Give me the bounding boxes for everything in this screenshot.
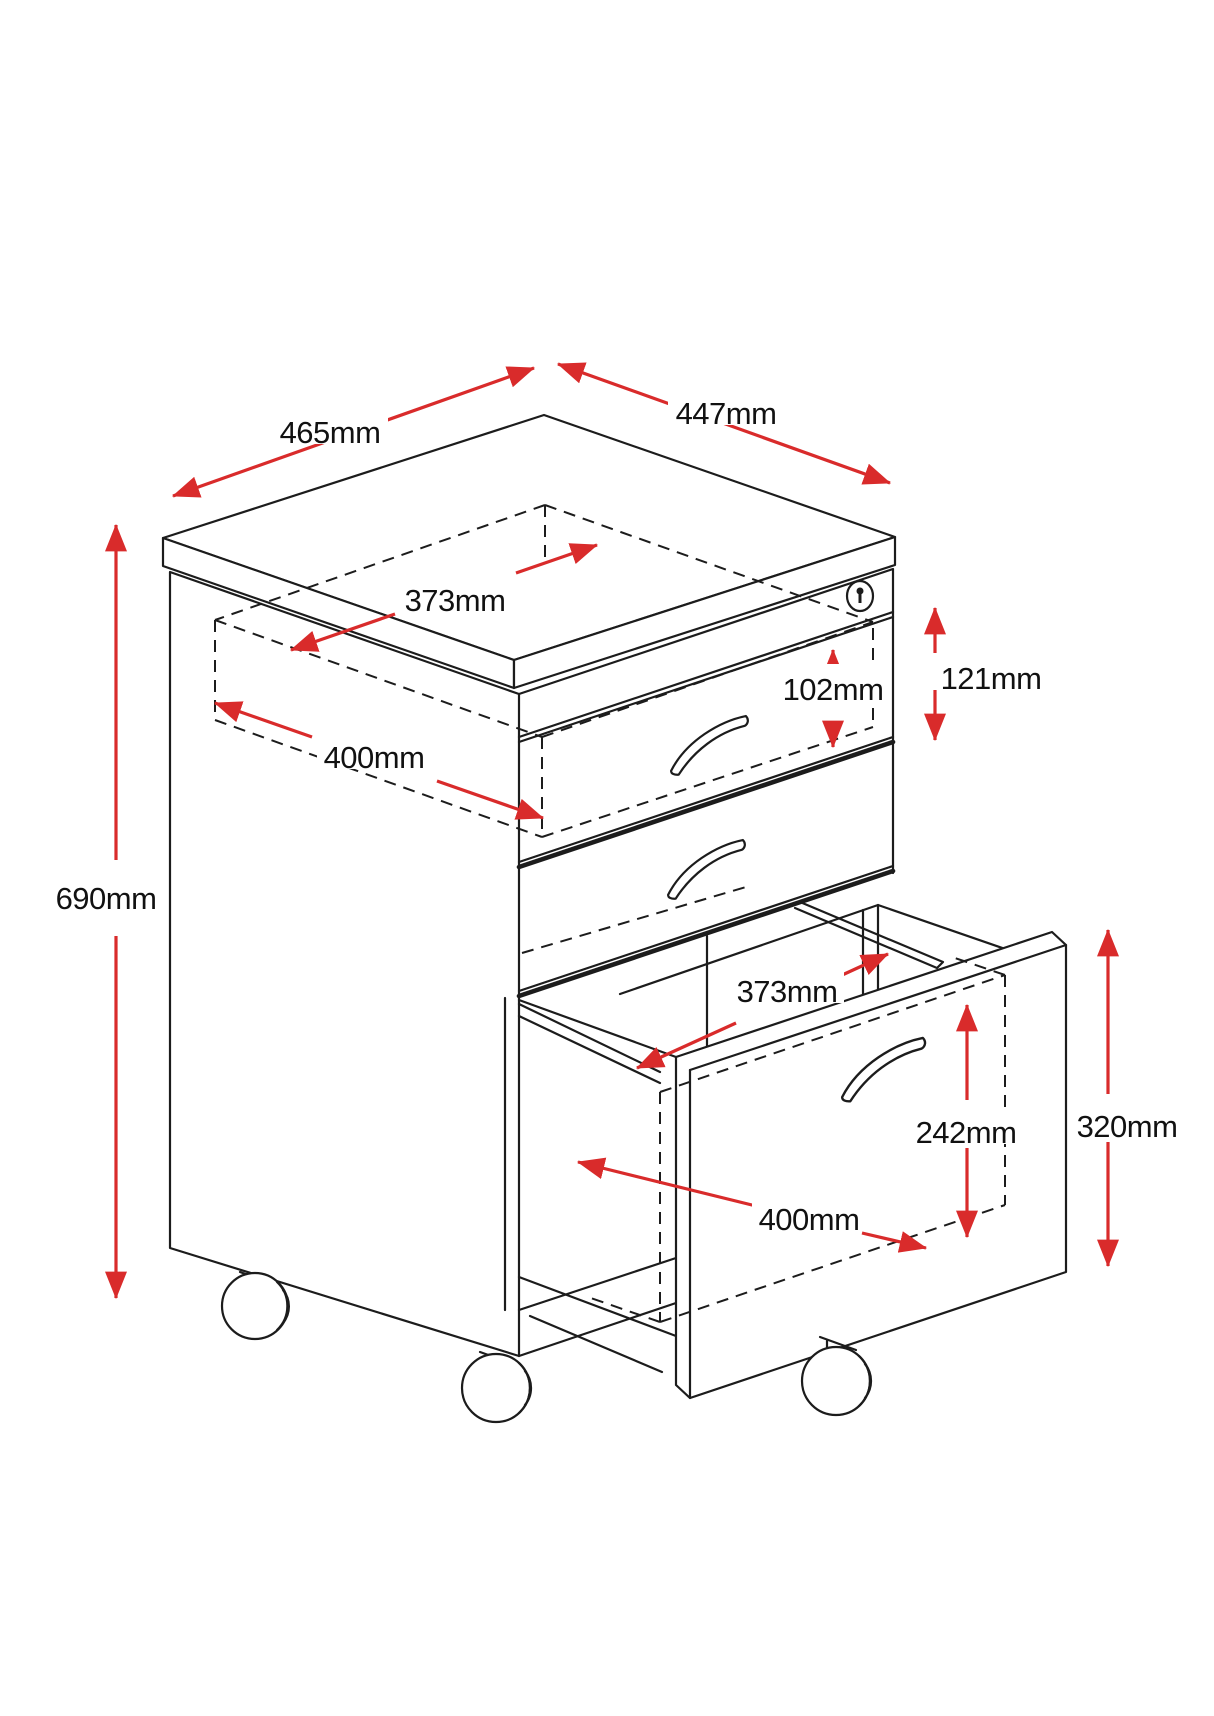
- dim-label-overall-height: 690mm: [56, 881, 157, 916]
- dim-arrow-400-top-a: [213, 701, 313, 739]
- dim-arrow-400-bottom-a: [576, 1157, 757, 1208]
- dim-arrow-373-top-b: [515, 543, 599, 575]
- caster-icon: [220, 1270, 290, 1341]
- dim-label-top-left: 465mm: [280, 415, 381, 450]
- dim-label-bottom-drawer-front-height: 320mm: [1077, 1109, 1178, 1144]
- dim-label-bottom-drawer-width: 373mm: [737, 974, 838, 1009]
- dim-label-top-right: 447mm: [676, 396, 777, 431]
- drawer-handles: [666, 714, 927, 1103]
- hidden-edge: [521, 886, 747, 954]
- dim-label-top-drawer-width: 373mm: [405, 583, 506, 618]
- dim-arrow-373-bottom-a: [635, 1021, 737, 1070]
- drawer3-handle-icon: [840, 1036, 927, 1103]
- dim-label-top-drawer-depth: 400mm: [324, 740, 425, 775]
- dim-label-bottom-drawer-inner-height: 242mm: [916, 1115, 1017, 1150]
- dim-label-bottom-drawer-depth: 400mm: [759, 1202, 860, 1237]
- dim-label-top-drawer-front-height: 121mm: [941, 661, 1042, 696]
- drawer1-handle-icon: [669, 714, 749, 776]
- dim-arrow-373-top-a: [289, 612, 396, 652]
- dim-label-top-drawer-inner-height: 102mm: [783, 672, 884, 707]
- cabinet-side-panel: [168, 570, 521, 1358]
- bottom-drawer-hidden-box: [584, 957, 1006, 1323]
- caster-icon: [800, 1335, 873, 1417]
- cabinet-front-face: [503, 567, 896, 1358]
- dimension-labels: 465mm 447mm 373mm 400mm 690mm 102mm 121m…: [49, 387, 1185, 1237]
- cabinet-top-edge-front: [512, 535, 897, 690]
- casters: [220, 1270, 873, 1424]
- dim-arrow-400-top-b: [436, 779, 545, 820]
- caster-icon: [460, 1350, 533, 1424]
- dim-arrow-373-bottom-b: [839, 952, 890, 978]
- dim-arrow-400-bottom-b: [861, 1231, 928, 1253]
- drawer2-handle-icon: [666, 838, 746, 900]
- lock-icon: [845, 579, 875, 613]
